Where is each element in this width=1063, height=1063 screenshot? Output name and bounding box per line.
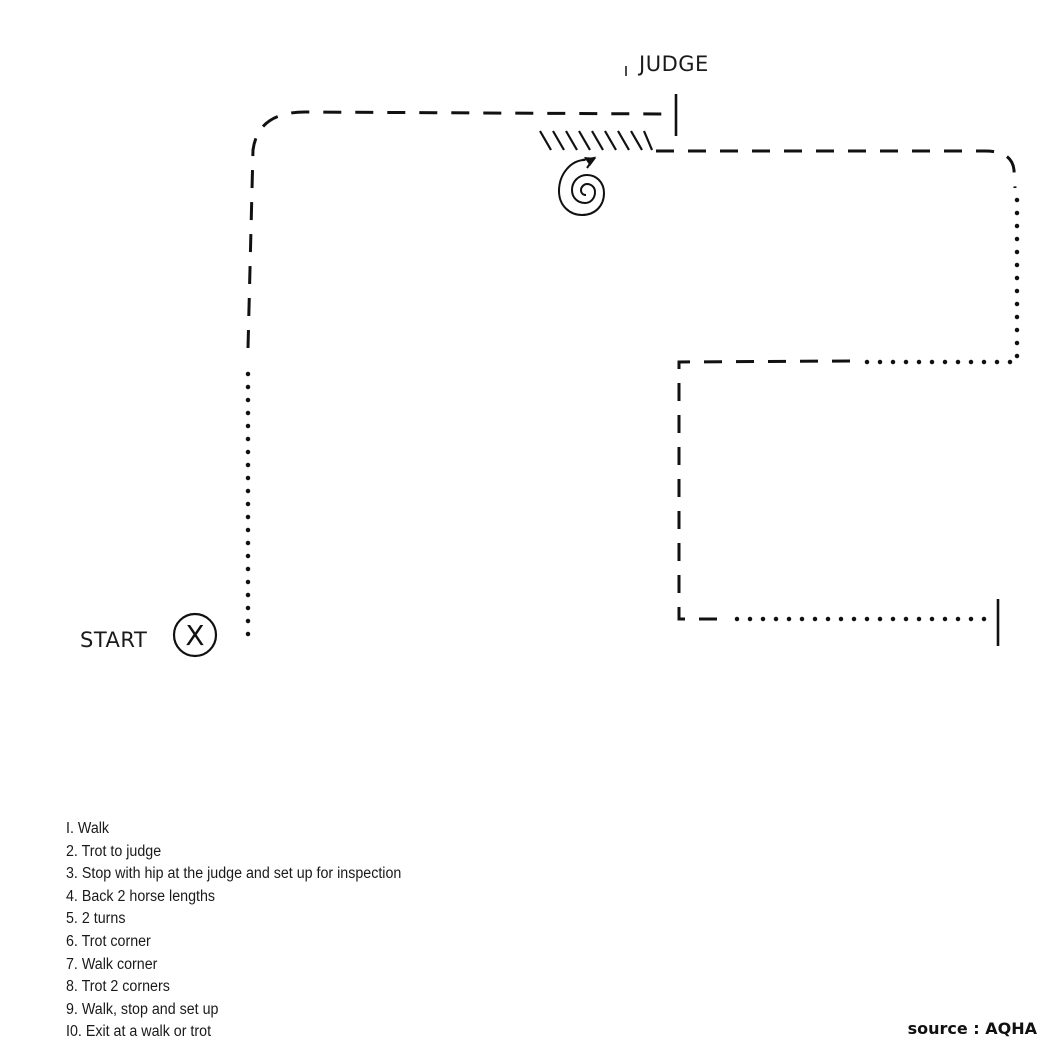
walk-corner-path [857,197,1020,365]
trot-corner-path [656,149,1017,189]
start-x-marker: X [185,619,204,652]
step-item: 9. Walk, stop and set up [66,1000,219,1018]
judge-label: JUDGE [637,52,709,76]
start-label: START [80,628,147,652]
turn-spiral-icon [557,156,606,217]
pattern-steps-list: I. Walk 2. Trot to judge 3. Stop with hi… [66,818,401,1044]
step-item: 5. 2 turns [66,910,126,928]
source-credit: source : AQHA [907,1019,1037,1038]
step-item: 2. Trot to judge [66,842,162,860]
trot-two-corners-path [677,359,851,621]
step-item: I0. Exit at a walk or trot [66,1023,212,1041]
step-item: 3. Stop with hip at the judge and set up… [66,865,402,883]
back-up-hatching [539,130,654,151]
trot-to-judge-path [246,110,669,349]
step-item: 8. Trot 2 corners [66,978,170,996]
step-item: 6. Trot corner [66,932,151,950]
step-item: I. Walk [66,820,110,837]
step-item: 4. Back 2 horse lengths [66,887,216,905]
start-circle-icon [172,612,218,658]
showmanship-pattern-diagram: JUDGE START X [80,52,1020,658]
step-item: 7. Walk corner [66,955,158,973]
